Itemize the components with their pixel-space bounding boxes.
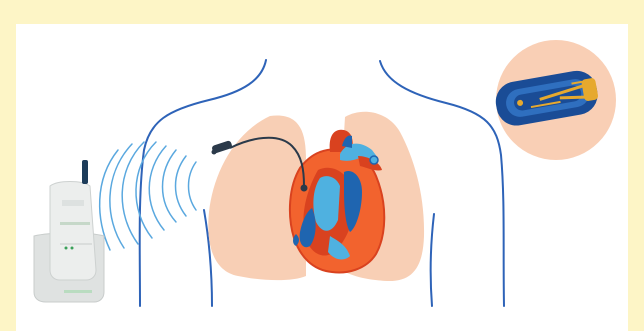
wireless-signal-icon [100,142,196,250]
wireless-monitor-icon [34,160,104,302]
pressure-sensor-icon [493,40,616,160]
